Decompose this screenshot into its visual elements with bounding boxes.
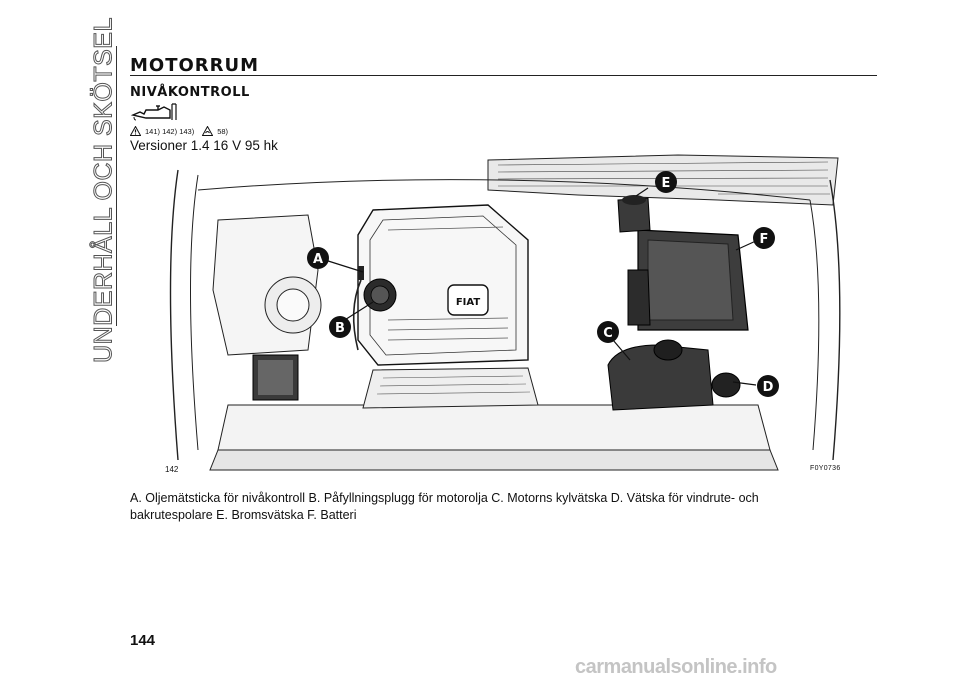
callout-c: C (603, 326, 613, 341)
callout-f: F (760, 232, 769, 247)
callout-e: E (662, 176, 671, 191)
fiat-badge: FIAT (456, 297, 481, 308)
oil-can-icon (130, 103, 177, 121)
engine-bay-illustration: FIAT A B C D E (158, 150, 850, 480)
callout-d: D (763, 380, 774, 395)
page-number: 144 (130, 632, 156, 649)
subsection-title: NIVÅKONTROLL (130, 85, 250, 100)
callout-b: B (335, 321, 345, 336)
figure-caption: A. Oljemätsticka för nivåkontroll B. Påf… (130, 491, 759, 522)
callout-a: A (313, 252, 323, 267)
figure-number: 142 (165, 465, 179, 474)
section-title: MOTORRUM (130, 55, 260, 76)
warning-triangle-icon (130, 126, 141, 136)
side-divider (116, 46, 117, 326)
watermark: carmanualsonline.info (575, 656, 777, 678)
section-divider (130, 75, 877, 76)
version-heading: Versioner 1.4 16 V 95 hk (130, 138, 278, 153)
reference-notes: 141) 142) 143) 58) (130, 124, 228, 138)
attention-references: 58) (217, 126, 229, 136)
warning-references: 141) 142) 143) (145, 126, 195, 136)
figure-code: F0Y0736 (810, 465, 841, 472)
chapter-title-text: UNDERHÅLL OCH SKÖTSEL (89, 17, 118, 364)
attention-triangle-icon (202, 126, 214, 136)
chapter-side-title: UNDERHÅLL OCH SKÖTSEL (84, 17, 124, 364)
